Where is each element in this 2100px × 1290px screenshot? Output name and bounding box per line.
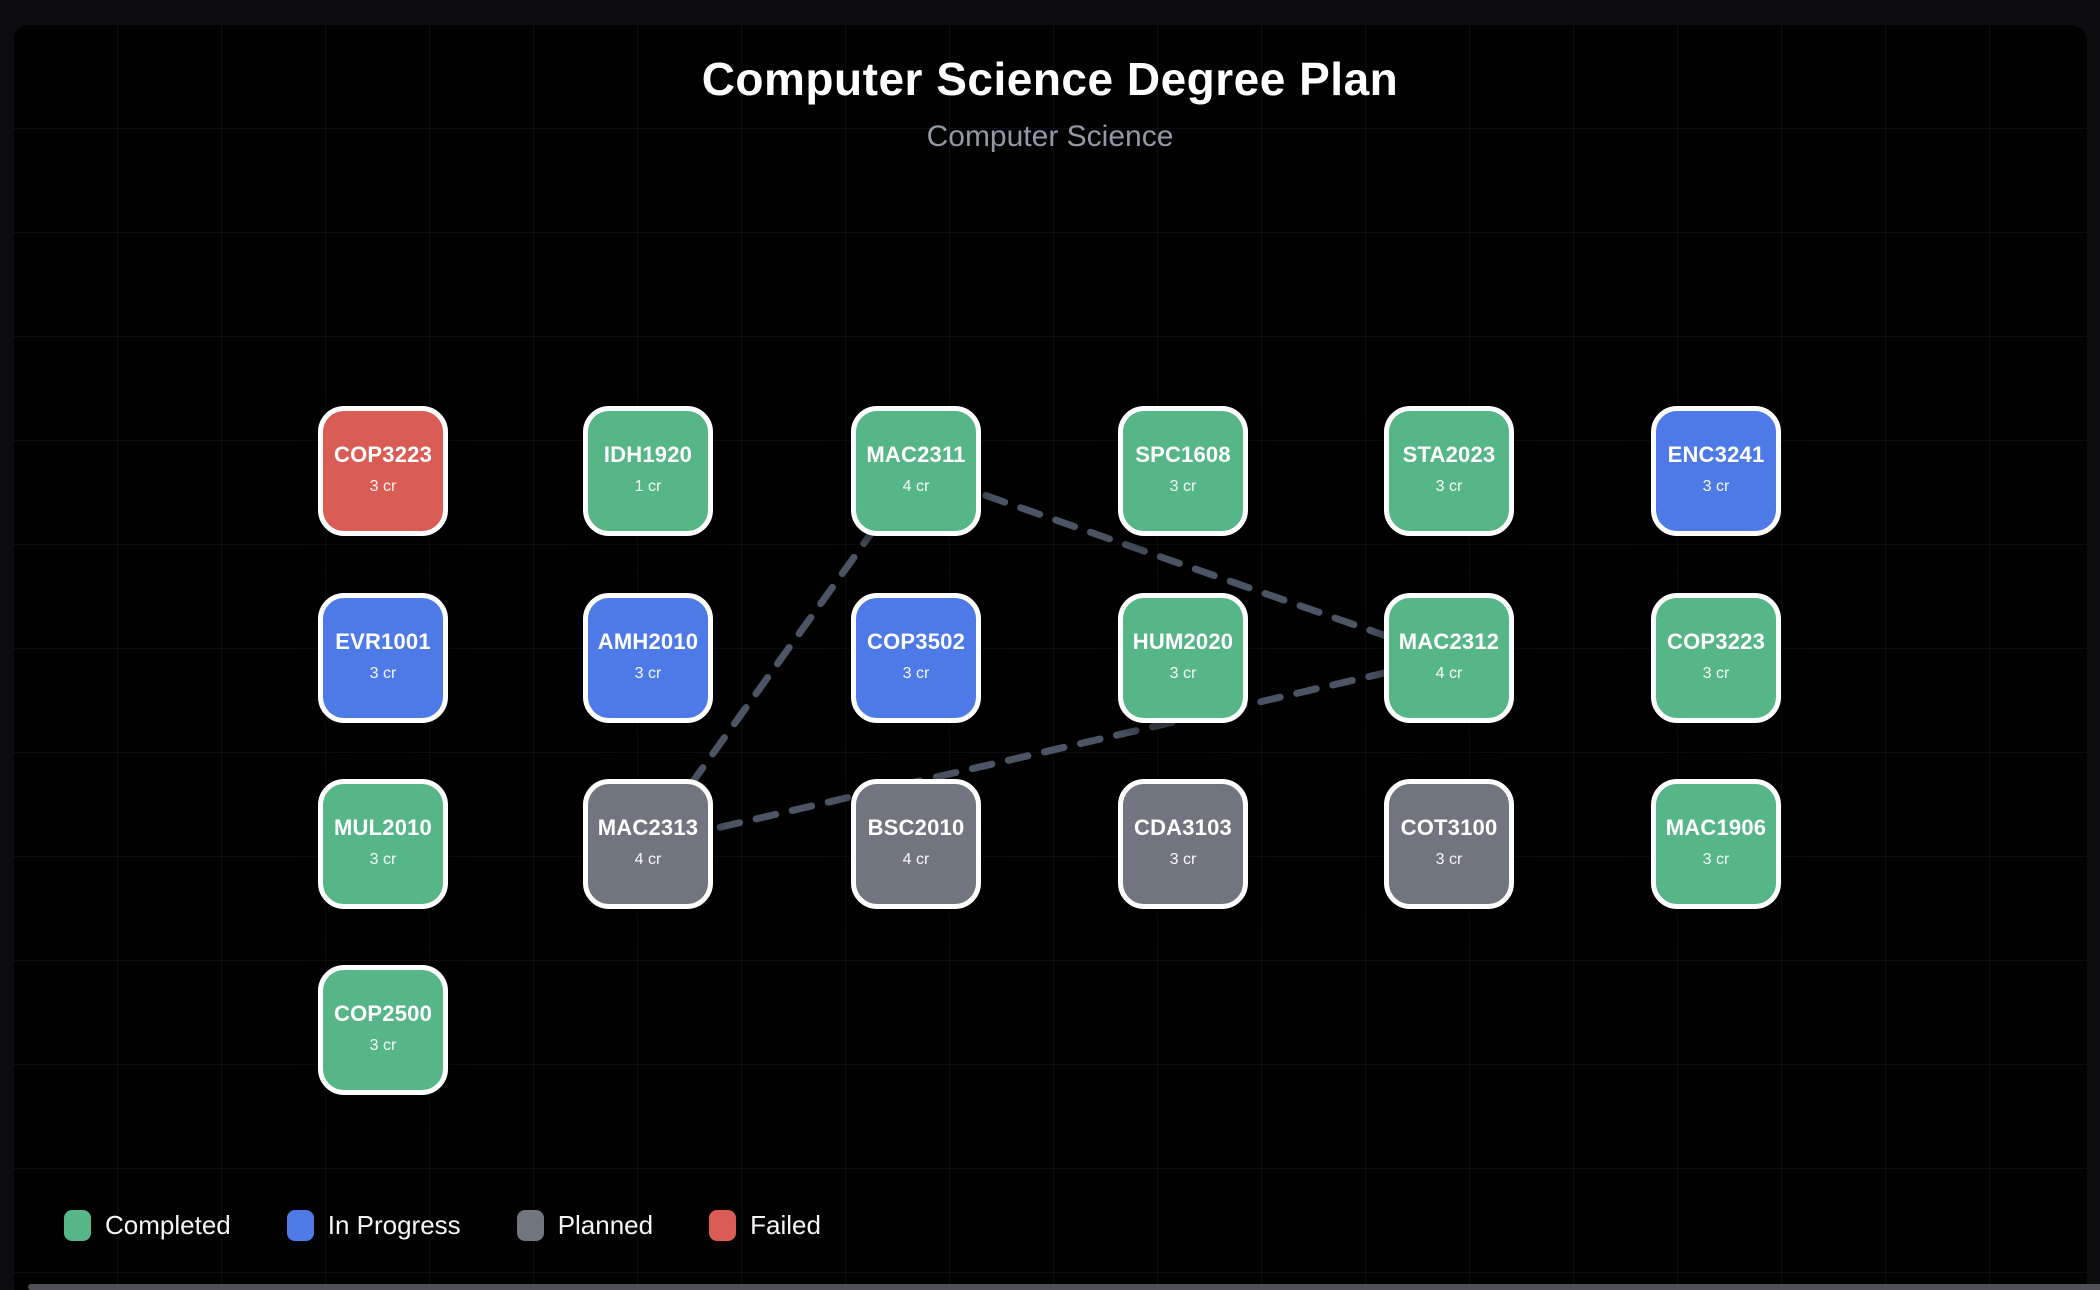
course-code-label: MAC2313 [597, 815, 699, 840]
course-credits-label: 3 cr [369, 478, 397, 495]
course-code-label: SPC1608 [1135, 442, 1231, 467]
course-node-COP3223[interactable]: COP3223 3 cr [318, 406, 448, 536]
course-code-label: MUL2010 [334, 815, 432, 840]
course-code-label: AMH2010 [597, 629, 699, 654]
course-code-label: STA2023 [1402, 442, 1496, 467]
course-credits-label: 4 cr [634, 851, 662, 868]
course-node-MAC2312[interactable]: MAC2312 4 cr [1384, 593, 1514, 723]
legend-status-swatch [709, 1210, 737, 1241]
course-code-label: MAC1906 [1665, 815, 1767, 840]
legend-item-failed: Failed [709, 1210, 821, 1241]
horizontal-scrollbar[interactable] [28, 1284, 2100, 1290]
course-credits-label: 3 cr [634, 665, 662, 682]
course-node-HUM2020[interactable]: HUM2020 3 cr [1118, 593, 1248, 723]
header: Computer Science Degree Plan Computer Sc… [0, 52, 2100, 154]
course-code-label: COP3223 [1666, 629, 1765, 654]
course-node-BSC2010[interactable]: BSC2010 4 cr [851, 779, 981, 909]
status-legend: Completed In Progress Planned Failed [64, 1210, 821, 1241]
course-credits-label: 3 cr [902, 665, 930, 682]
course-node-MAC2313[interactable]: MAC2313 4 cr [583, 779, 713, 909]
course-credits-label: 3 cr [1702, 851, 1730, 868]
course-credits-label: 1 cr [634, 478, 662, 495]
course-code-label: BSC2010 [867, 815, 965, 840]
course-credits-label: 4 cr [1435, 665, 1463, 682]
course-credits-label: 3 cr [369, 851, 397, 868]
course-node-MAC2311[interactable]: MAC2311 4 cr [851, 406, 981, 536]
legend-status-label: Failed [750, 1210, 821, 1240]
course-node-COP3502[interactable]: COP3502 3 cr [851, 593, 981, 723]
course-credits-label: 4 cr [902, 478, 930, 495]
legend-status-swatch [286, 1210, 314, 1241]
course-credits-label: 3 cr [1702, 665, 1730, 682]
course-node-ENC3241[interactable]: ENC3241 3 cr [1651, 406, 1781, 536]
course-code-label: COP3502 [866, 629, 965, 654]
course-node-EVR1001[interactable]: EVR1001 3 cr [318, 593, 448, 723]
course-node-MUL2010[interactable]: MUL2010 3 cr [318, 779, 448, 909]
legend-status-swatch [516, 1210, 544, 1241]
course-credits-label: 3 cr [1435, 851, 1463, 868]
course-credits-label: 3 cr [1169, 665, 1197, 682]
course-credits-label: 3 cr [1169, 851, 1197, 868]
course-credits-label: 3 cr [1169, 478, 1197, 495]
page-title: Computer Science Degree Plan [701, 53, 1399, 105]
page-subtitle: Computer Science [926, 120, 1174, 153]
course-node-COP2500[interactable]: COP2500 3 cr [318, 965, 448, 1095]
legend-item-planned: Planned [516, 1210, 654, 1241]
course-node-STA2023[interactable]: STA2023 3 cr [1384, 406, 1514, 536]
legend-item-in_progress: In Progress [286, 1210, 461, 1241]
course-node-IDH1920[interactable]: IDH1920 1 cr [583, 406, 713, 536]
course-code-label: IDH1920 [603, 442, 693, 467]
course-node-SPC1608[interactable]: SPC1608 3 cr [1118, 406, 1248, 536]
legend-status-label: In Progress [327, 1210, 461, 1240]
course-node-COP3223[interactable]: COP3223 3 cr [1651, 593, 1781, 723]
legend-status-label: Completed [105, 1210, 231, 1240]
course-node-COT3100[interactable]: COT3100 3 cr [1384, 779, 1514, 909]
course-node-CDA3103[interactable]: CDA3103 3 cr [1118, 779, 1248, 909]
course-code-label: EVR1001 [335, 629, 431, 654]
course-code-label: HUM2020 [1132, 629, 1234, 654]
course-credits-label: 3 cr [1702, 478, 1730, 495]
legend-status-swatch [64, 1210, 91, 1241]
course-credits-label: 3 cr [369, 1037, 397, 1054]
course-code-label: MAC2311 [866, 442, 966, 467]
course-node-AMH2010[interactable]: AMH2010 3 cr [583, 593, 713, 723]
course-credits-label: 3 cr [1435, 478, 1463, 495]
course-code-label: COP2500 [333, 1001, 432, 1026]
course-code-label: COP3223 [333, 442, 432, 467]
course-code-label: CDA3103 [1133, 815, 1232, 840]
course-node-MAC1906[interactable]: MAC1906 3 cr [1651, 779, 1781, 909]
course-code-label: COT3100 [1400, 815, 1498, 840]
legend-status-label: Planned [557, 1210, 654, 1240]
course-credits-label: 4 cr [902, 851, 930, 868]
course-code-label: ENC3241 [1667, 442, 1765, 467]
legend-item-completed: Completed [64, 1210, 231, 1241]
course-code-label: MAC2312 [1398, 629, 1500, 654]
course-credits-label: 3 cr [369, 665, 397, 682]
